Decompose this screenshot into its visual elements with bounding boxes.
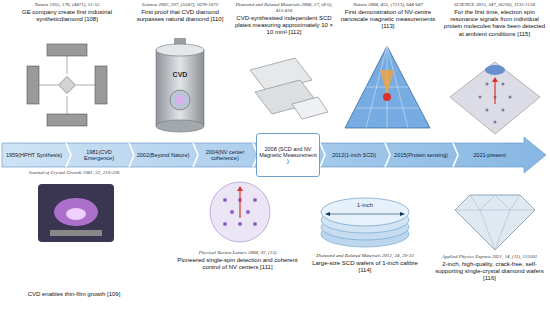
period-label: 2004(NV center coherence) — [199, 149, 251, 162]
milestone-title: Large-size SCD wafers of 1-inch calibre … — [305, 260, 425, 274]
one-inch-wafers — [321, 198, 409, 247]
period-label: 2008 (SCD and NV Magnetic Measurement ) — [259, 146, 317, 165]
milestone-title: First demonstration of NV-centre nanosca… — [338, 9, 438, 31]
milestone-title: CVD enables thin-film growth [109] — [18, 291, 130, 298]
spin-lattice — [210, 182, 270, 242]
milestone-title: For the first time, electron spin resona… — [442, 9, 547, 38]
journal-citation: Physical Review Letters 2004, 93, (13) — [175, 250, 300, 256]
nv-lattice — [345, 46, 430, 128]
period-label: 1959(HPHT Synthesis) — [6, 152, 62, 158]
milestone-title: 2-inch, high-quality, crack-free, self-s… — [432, 261, 547, 283]
milestone-entry: Diamond and Related Materials 2012, 24, … — [305, 253, 425, 274]
journal-citation: Diamond and Related Materials 2012, 24, … — [305, 253, 425, 259]
hpht-press — [27, 44, 107, 126]
milestone-title: Pioneered single-spin detection and cohe… — [175, 257, 300, 271]
period-label: 2021-present — [473, 152, 505, 158]
scd-plates — [250, 58, 328, 119]
period-label: 1981(CVD Emergence) — [72, 149, 126, 162]
period-label: 2002(Beyond Nature) — [137, 152, 190, 158]
timeline-segment: 1981(CVD Emergence) — [72, 143, 126, 167]
journal-citation: Diamond and Related Materials 2008, 17, … — [234, 2, 334, 14]
milestone-entry: Physical Review Letters 2004, 93, (13)Pi… — [175, 250, 300, 271]
journal-citation: Applied Physics Express 2021, 14, (11), … — [432, 254, 547, 260]
image-label: CVD — [173, 71, 188, 78]
milestone-entry: Journal of Crystal Growth 1981, 52, 219-… — [18, 170, 130, 298]
period-label: 2012(1-inch SCD) — [332, 152, 376, 158]
milestone-entry: SCIENCE 2015, 347, (6226), 1135-1138For … — [442, 2, 547, 38]
milestone-entry: Diamond and Related Materials 2008, 17, … — [234, 2, 334, 37]
milestone-title: First proof that CVD diamond surpasses n… — [130, 9, 230, 23]
journal-citation: Journal of Crystal Growth 1981, 52, 219-… — [18, 170, 130, 176]
journal-citation: SCIENCE 2015, 347, (6226), 1135-1138 — [442, 2, 547, 8]
timeline-segment: 2004(NV center coherence) — [199, 143, 251, 167]
timeline-segment: 2015(Protein sensing) — [391, 143, 451, 167]
milestone-entry: Science 2002, 297, (5587), 1670-1672Firs… — [130, 2, 230, 23]
plasma-chamber — [38, 184, 114, 242]
timeline-segment: 2008 (SCD and NV Magnetic Measurement ) — [256, 133, 320, 177]
milestone-entry: Nature 1955, 176, (4471), 51-55GE compan… — [8, 2, 126, 23]
timeline-segment: 2021-present — [459, 143, 520, 167]
period-label: 2015(Protein sensing) — [394, 152, 448, 158]
image-label: 1-inch — [356, 202, 374, 208]
timeline-segment: 1959(HPHT Synthesis) — [4, 143, 64, 167]
timeline-segment: 2012(1-inch SCD) — [326, 143, 382, 167]
protein-sensing — [450, 62, 540, 134]
milestone-title: CVD-synthesised independent SCD plates m… — [234, 15, 334, 37]
cvd-reactor — [156, 38, 204, 132]
milestone-title: GE company create first industrial synth… — [8, 9, 126, 23]
milestone-entry: Applied Physics Express 2021, 14, (11), … — [432, 254, 547, 283]
timeline-segment: 2002(Beyond Nature) — [135, 143, 191, 167]
milestone-entry: Nature 2008, 455, (7213), 644-647First d… — [338, 2, 438, 31]
journal-citation: Nature 1955, 176, (4471), 51-55 — [8, 2, 126, 8]
journal-citation: Science 2002, 297, (5587), 1670-1672 — [130, 2, 230, 8]
journal-citation: Nature 2008, 455, (7213), 644-647 — [338, 2, 438, 8]
diamond-gem — [455, 195, 535, 250]
